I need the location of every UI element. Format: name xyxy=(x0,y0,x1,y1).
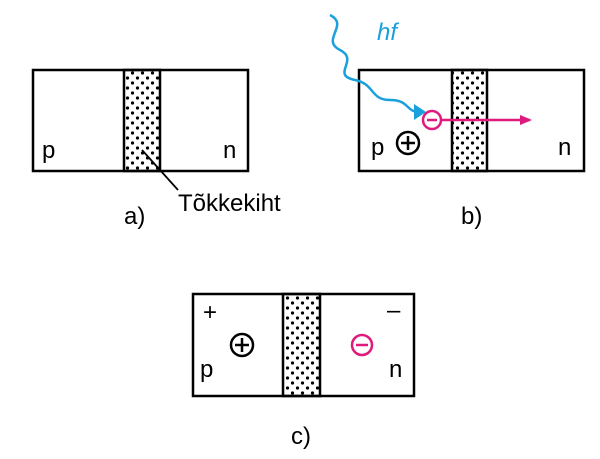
caption-a: a) xyxy=(124,203,145,230)
negative-sign-label: – xyxy=(387,297,401,324)
n-region-label-b: n xyxy=(558,134,571,161)
hole-plus-icon xyxy=(395,130,421,156)
photon-arrowhead-icon xyxy=(414,104,426,120)
panel-a: p n Tõkkekiht a) xyxy=(31,68,281,230)
caption-c: c) xyxy=(291,423,311,450)
panel-c: + – p n c) xyxy=(191,292,416,450)
layer-callout-leader xyxy=(141,149,179,191)
panel-b: hf p n b) xyxy=(329,13,586,230)
electron-minus-icon xyxy=(350,333,374,357)
n-region-label-a: n xyxy=(223,137,236,164)
n-region-label-c: n xyxy=(389,356,402,383)
layer-callout-label: Tõkkekiht xyxy=(178,190,281,217)
caption-b: b) xyxy=(461,203,482,230)
depletion-layer-c xyxy=(281,292,322,398)
p-region-label-b: p xyxy=(371,134,384,161)
hole-plus-icon xyxy=(229,332,255,358)
positive-sign-label: + xyxy=(203,299,217,326)
p-region-label-a: p xyxy=(42,137,55,164)
depletion-layer-a xyxy=(122,68,162,173)
p-region-label-c: p xyxy=(200,356,213,383)
electron-minus-icon xyxy=(421,109,443,131)
photon-wave-icon xyxy=(329,13,421,114)
photon-label: hf xyxy=(377,19,399,46)
